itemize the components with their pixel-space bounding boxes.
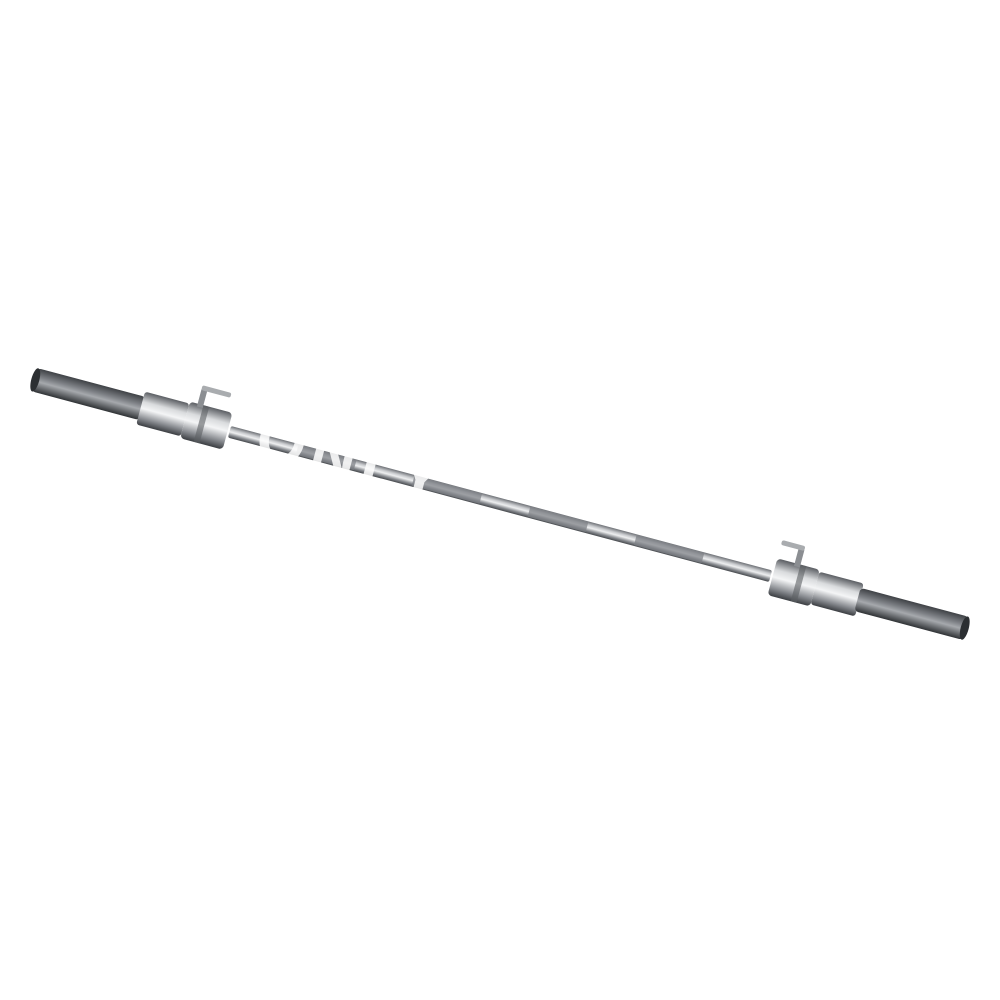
left-sleeve — [32, 368, 145, 420]
left-inner-collar — [136, 392, 189, 436]
knurling-marks — [295, 444, 705, 564]
left-clamp-lever — [196, 385, 232, 409]
right-clamp-lever — [781, 540, 805, 568]
right-clamp-collar — [768, 559, 819, 606]
left-clamp-collar — [181, 402, 232, 449]
watermark: ONLY — [249, 399, 457, 519]
right-sleeve — [855, 588, 968, 640]
right-inner-collar — [811, 572, 864, 616]
